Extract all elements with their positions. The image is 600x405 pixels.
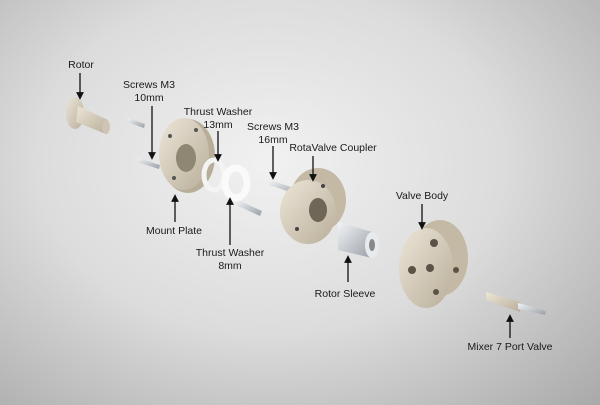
label-mount-plate: Mount Plate — [145, 225, 203, 237]
rotor-sleeve-part — [338, 222, 379, 258]
label-rotavalve-coupler: RotaValve Coupler — [289, 142, 377, 154]
label-rotor: Rotor — [68, 59, 94, 71]
label-valve-body: Valve Body — [395, 190, 449, 202]
callout-arrows — [76, 73, 514, 338]
label-mixer-7-port-valve: Mixer 7 Port Valve — [467, 341, 553, 353]
mount-plate-part — [159, 118, 215, 193]
rotavalve-coupler-part — [280, 168, 346, 244]
label-rotor-sleeve: Rotor Sleeve — [314, 288, 376, 300]
rotor-part — [66, 97, 110, 134]
thrust-washer-8mm-part — [221, 164, 251, 202]
valve-body-part — [399, 220, 468, 308]
mixer-7-port-valve-part — [486, 292, 546, 315]
screws-10mm-part — [127, 118, 160, 169]
